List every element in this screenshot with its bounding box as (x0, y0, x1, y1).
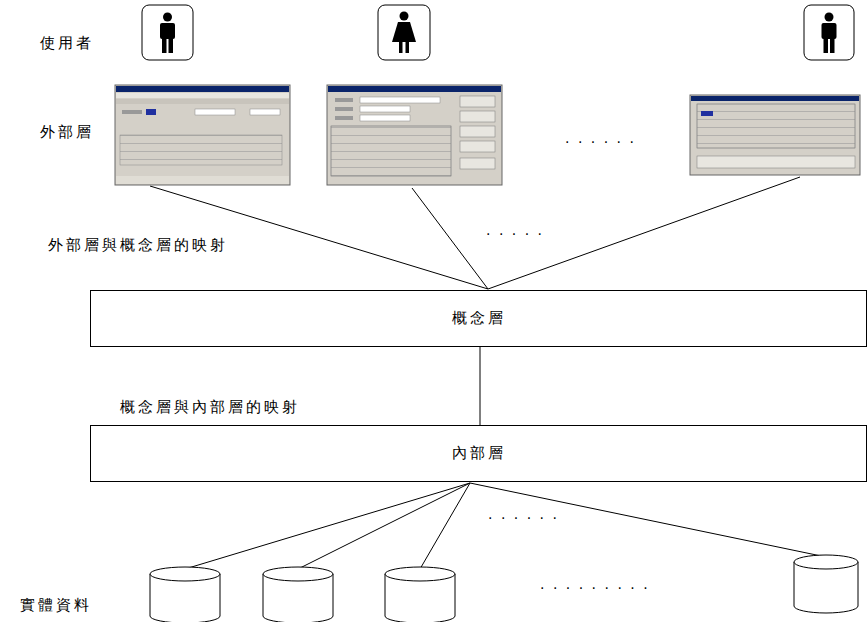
mapping-label: 外部層與概念層的映射 (46, 236, 230, 254)
row-label: 使用者 (38, 34, 96, 52)
user-icon (804, 5, 854, 60)
mapping-lines (150, 177, 800, 289)
row-label: 實體資料 (18, 596, 94, 614)
disk-cylinder (794, 555, 858, 613)
mapping-connector (480, 347, 481, 425)
user-icon (378, 5, 430, 60)
ellipsis-dots: · · · · · · (486, 510, 561, 527)
screen-form (115, 85, 290, 185)
screen-form (327, 85, 502, 185)
ellipsis-dots: · · · · · · (563, 134, 638, 151)
user-icon (142, 5, 193, 60)
disk-cylinder (263, 567, 333, 622)
schema-layer-box: 概念層 (90, 290, 867, 347)
disk-cylinder (150, 567, 220, 622)
storage-lines (185, 483, 826, 569)
schema-layer-box: 內部層 (90, 425, 867, 482)
layer-name: 概念層 (452, 309, 506, 328)
disk-cylinder (385, 567, 455, 622)
row-label: 外部層 (38, 123, 96, 141)
screen-grid (690, 95, 860, 175)
layer-name: 內部層 (452, 444, 506, 463)
ellipsis-dots: · · · · · · · · · (538, 580, 652, 597)
ellipsis-dots: · · · · · (484, 226, 546, 243)
mapping-label: 概念層與內部層的映射 (118, 398, 302, 416)
